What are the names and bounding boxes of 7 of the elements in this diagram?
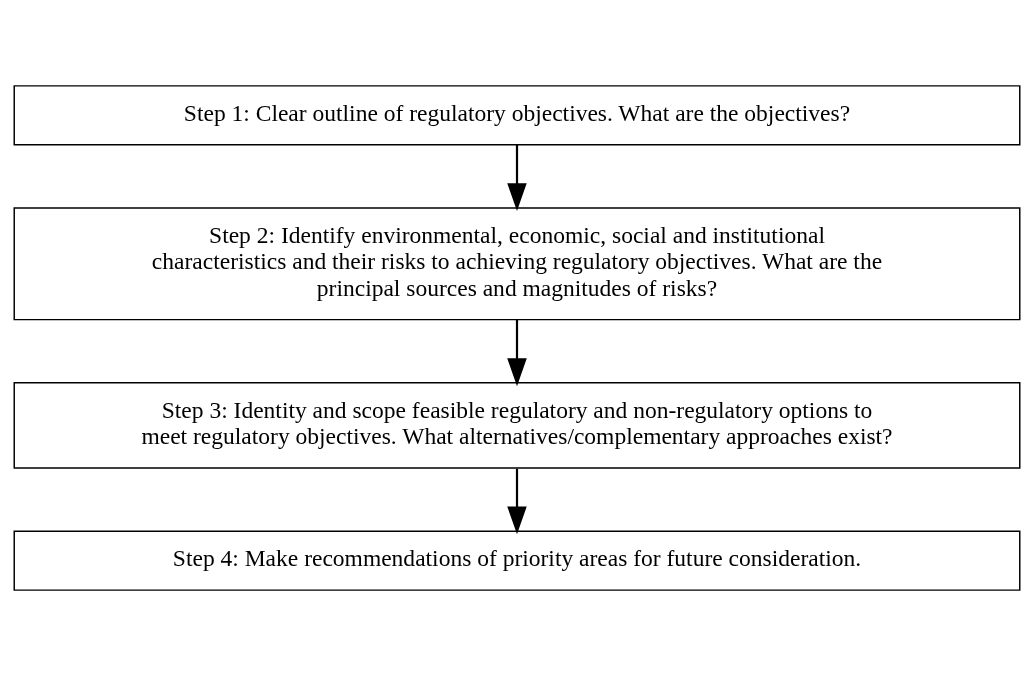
arrow — [507, 144, 527, 211]
node-box: Step 1: Clear outline of regulatory objectives. What are the objectives? — [13, 84, 1021, 145]
arrow — [507, 468, 527, 534]
node-box: Step 3: Identity and scope feasible regulatory and non-regulatory options to meet regulatory objectives. What alternatives/complementary approaches exist? — [13, 381, 1021, 469]
node-box: Step 4: Make recommendations of priority areas for future consideration. — [13, 530, 1021, 591]
arrow — [507, 319, 527, 386]
node-box: Step 2: Identify environmental, economic, social and institutional characteristics and their risks to achieving regulatory objectives. What are the principal sources and magnitudes of risks? — [13, 206, 1021, 320]
